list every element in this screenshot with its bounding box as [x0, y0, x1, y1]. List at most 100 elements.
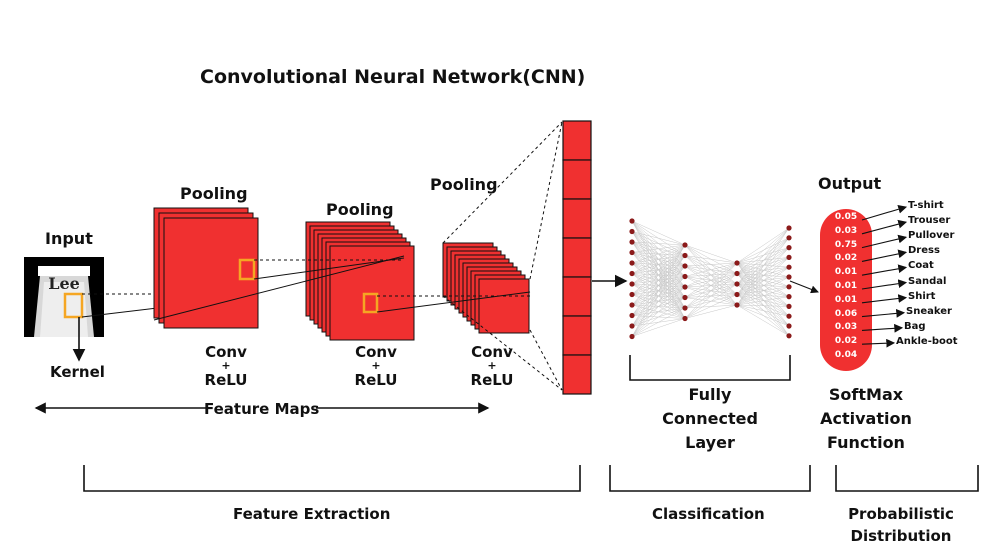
fc-neuron [682, 294, 688, 301]
fc-neuron [786, 313, 792, 319]
fc-edge [736, 294, 790, 297]
output-probability: 0.03 [834, 225, 858, 236]
probabilistic-bracket [835, 465, 979, 492]
fc-to-softmax-arrow [789, 280, 819, 294]
flatten-cell [562, 276, 592, 317]
fc-edge [631, 286, 686, 337]
fc-neurons [629, 218, 792, 340]
flatten-vector [562, 120, 592, 395]
fc-edge [736, 257, 790, 285]
fc-neuron [734, 302, 740, 308]
fc-edge [736, 283, 790, 307]
softmax-label-line-3: Function [827, 433, 905, 452]
fc-neuron [786, 235, 792, 241]
fc-neuron [629, 218, 635, 224]
fc-edge [736, 283, 790, 297]
output-probability: 0.01 [834, 294, 858, 305]
fc-edge [736, 304, 790, 307]
fc-neuron [786, 264, 792, 270]
fc-edge [736, 262, 790, 278]
feature-map-stack-1 [153, 207, 259, 329]
stack1-layer [163, 217, 259, 329]
fc-neuron [682, 305, 688, 311]
stack3-layer [478, 278, 530, 334]
relu-label-3: ReLU [470, 371, 514, 389]
flatten-cell [562, 159, 592, 200]
fc-edge [736, 273, 790, 297]
relu-label-1: ReLU [204, 371, 248, 389]
classification-label: Classification [652, 505, 765, 523]
fc-edge [736, 227, 790, 295]
conv-label-1: Conv [205, 343, 247, 361]
output-class-label: T-shirt [908, 200, 944, 211]
output-probability: 0.75 [834, 239, 858, 250]
kernel-label: Kernel [50, 363, 105, 381]
probabilistic-label-line-2: Distribution [850, 527, 952, 545]
fc-neuron [734, 291, 740, 298]
fc-edge [736, 227, 790, 306]
fc-edge [631, 307, 686, 337]
relu-label-2: ReLU [354, 371, 398, 389]
fc-neuron [786, 303, 792, 309]
fc-edge [631, 231, 686, 246]
fc-edge [736, 304, 790, 317]
fc-edge [684, 244, 738, 264]
fc-edge [631, 241, 686, 246]
flatten-cell [562, 354, 592, 395]
fc-edge [736, 262, 790, 317]
fc-edge [736, 273, 790, 288]
pooling-label-3: Pooling [430, 175, 498, 194]
fc-edge [631, 244, 686, 253]
fc-edge [736, 276, 790, 295]
conv-relu-label-2: Conv + ReLU [348, 345, 404, 389]
fc-edge [684, 283, 738, 319]
fc-edge [736, 227, 790, 274]
fc-edge [736, 294, 790, 336]
fc-edge [736, 294, 790, 327]
fc-bracket [629, 355, 791, 381]
flatten-cell [562, 120, 592, 161]
output-arrow [861, 294, 908, 304]
output-probability: 0.01 [834, 267, 858, 278]
output-class-label: Trouser [908, 215, 951, 227]
feature-map-stack-3 [442, 242, 530, 334]
fc-neuron [786, 323, 792, 329]
input-label: Input [45, 229, 93, 248]
softmax-label: SoftMax Activation Function [806, 383, 926, 455]
output-arrows [861, 204, 908, 348]
fc-edge [631, 244, 686, 316]
fc-edge [631, 244, 686, 274]
output-class-label: Bag [904, 320, 926, 332]
feature-extraction-label: Feature Extraction [233, 505, 391, 523]
fc-edge [736, 273, 790, 336]
input-image: Lee [24, 257, 104, 337]
output-probability: 0.06 [834, 308, 858, 319]
fc-edge [631, 318, 686, 337]
fc-edge [736, 262, 790, 297]
kernel-box [63, 292, 84, 319]
output-class-label: Dress [908, 245, 940, 257]
fc-neuron [629, 291, 635, 298]
fc-edge [736, 286, 790, 295]
fc-neuron [786, 245, 792, 251]
output-probability: 0.02 [834, 336, 858, 347]
fc-edge [631, 220, 686, 246]
output-arrow [861, 249, 908, 262]
output-class-label: Sandal [908, 275, 947, 287]
fc-edge [736, 262, 790, 327]
fc-neuron [682, 252, 688, 259]
fc-edge [684, 304, 738, 319]
fc-edge [736, 257, 790, 274]
fc-edge [736, 273, 790, 327]
output-probability: 0.04 [834, 350, 858, 360]
fc-neuron [786, 333, 792, 339]
fc-edge [736, 257, 790, 306]
output-arrow [861, 219, 908, 235]
fc-neuron [786, 294, 792, 300]
fc-neuron [629, 333, 635, 340]
output-label: Output [818, 174, 882, 193]
fc-edge [736, 296, 790, 306]
flatten-cell [562, 315, 592, 356]
output-class-label: Sneaker [906, 305, 952, 317]
fc-edge [736, 294, 790, 317]
